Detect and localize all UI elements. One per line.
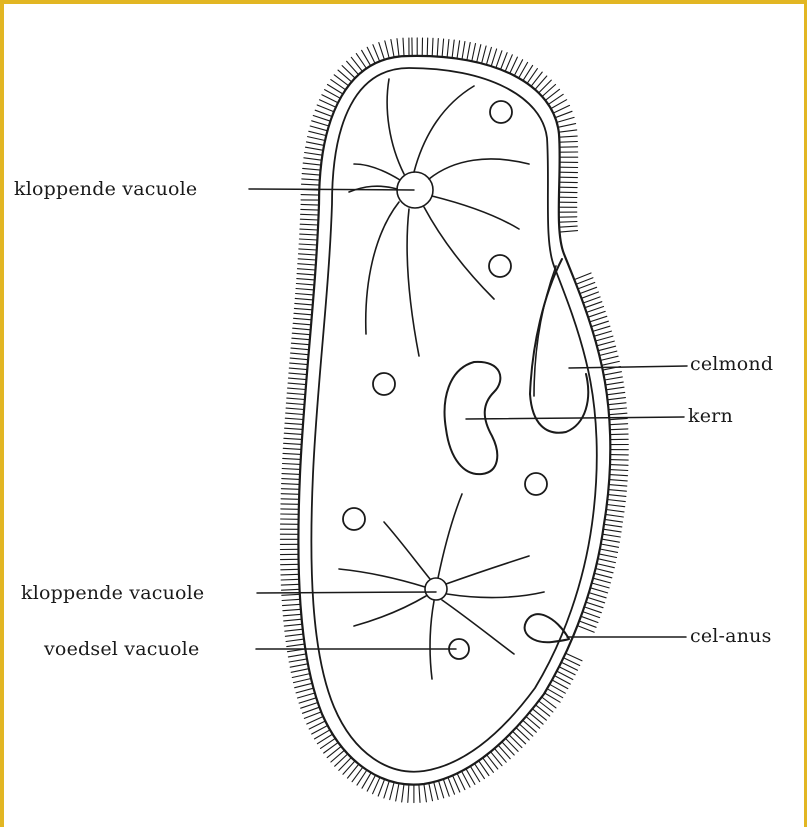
paramecium-diagram <box>4 4 807 831</box>
food-vacuole <box>343 508 365 530</box>
oral-groove <box>530 259 588 433</box>
label-voedsel-vacuole: voedsel vacuole <box>44 639 199 659</box>
food-vacuole <box>525 473 547 495</box>
cilia <box>280 38 628 803</box>
inner-membrane <box>311 68 596 772</box>
cell-anus-shape <box>525 614 569 642</box>
food-vacuole <box>373 373 395 395</box>
label-kloppende-vacuole-bottom: kloppende vacuole <box>21 583 204 603</box>
label-cel-anus: cel-anus <box>690 626 772 646</box>
label-celmond: celmond <box>690 354 773 374</box>
contractile-vacuole-top <box>349 79 529 356</box>
label-kloppende-vacuole-top: kloppende vacuole <box>14 179 197 199</box>
nucleus <box>445 362 501 474</box>
food-vacuole <box>489 255 511 277</box>
food-vacuole <box>490 101 512 123</box>
contractile-vacuole-bottom <box>339 494 544 679</box>
label-kern: kern <box>688 406 733 426</box>
